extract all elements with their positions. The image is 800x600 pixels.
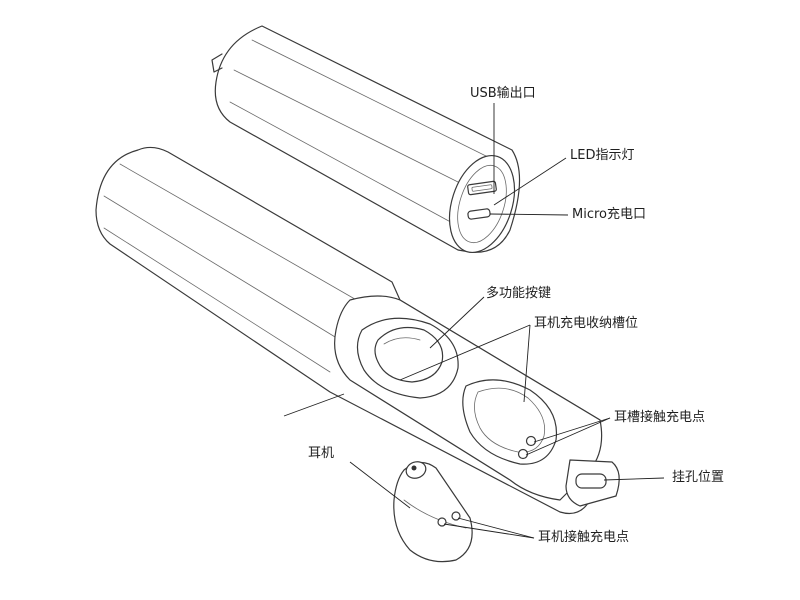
label-slot-contacts: 耳槽接触充电点 — [614, 410, 706, 425]
label-earbud-contacts: 耳机接触充电点 — [538, 530, 630, 545]
label-led-indicator: LED指示灯 — [570, 148, 635, 163]
label-usb-output: USB输出口 — [470, 86, 536, 101]
label-lanyard-hole: 挂孔位置 — [672, 470, 725, 485]
label-earbud: 耳机 — [308, 446, 335, 461]
label-micro-charge: Micro充电口 — [572, 207, 646, 222]
earbud-illustration — [393, 461, 473, 563]
leader-lines — [283, 103, 665, 539]
charging-case — [95, 146, 620, 515]
power-bank — [211, 25, 521, 254]
label-multi-button: 多功能按键 — [486, 286, 552, 301]
label-earbud-slot: 耳机充电收纳槽位 — [534, 316, 639, 331]
